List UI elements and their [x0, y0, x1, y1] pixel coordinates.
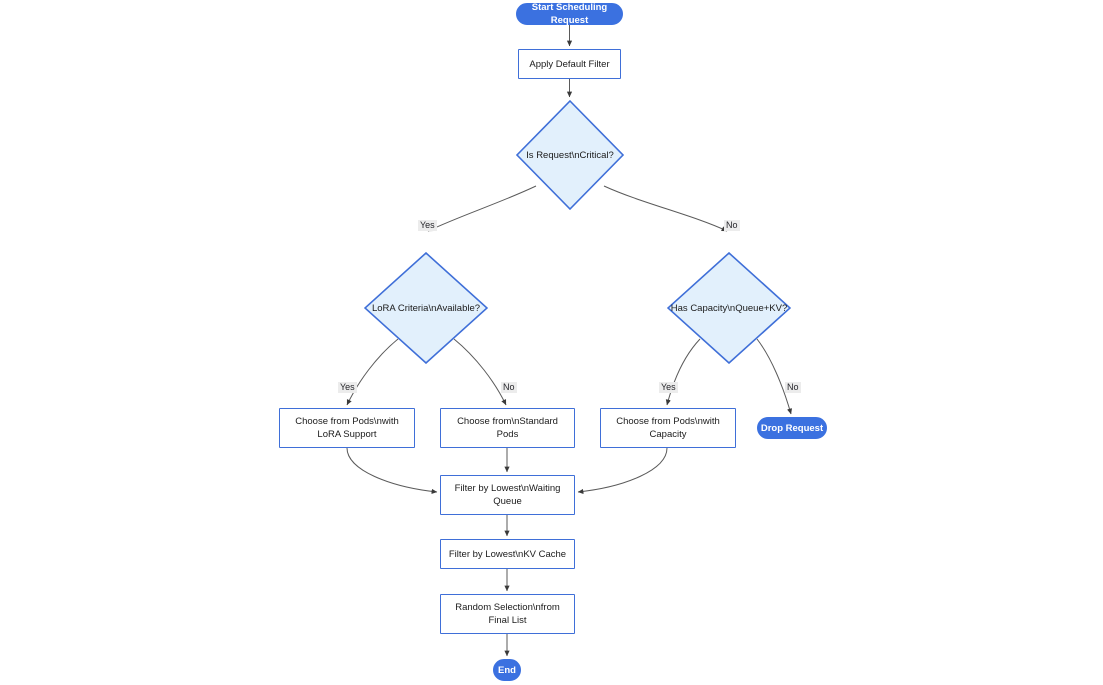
edge-podscap-filterqueue	[577, 447, 668, 495]
diamond-shape-icon	[516, 100, 624, 210]
node-drop-request-label: Drop Request	[760, 422, 824, 434]
node-end[interactable]: End	[493, 659, 521, 681]
node-lora-criteria-available[interactable]: LoRA Criteria\nAvailable?	[364, 252, 488, 364]
node-apply-default-filter-label: Apply Default Filter	[529, 58, 610, 70]
node-has-capacity-queue-kv-label: Has Capacity\nQueue+KV?	[670, 302, 788, 314]
node-filter-lowest-kv-cache[interactable]: Filter by Lowest\nKV Cache	[440, 539, 575, 569]
node-start[interactable]: Start Scheduling Request	[516, 2, 623, 26]
edge-label-critical-no: No	[724, 220, 740, 231]
node-choose-pods-capacity[interactable]: Choose from Pods\nwith Capacity	[600, 408, 736, 448]
node-end-label: End	[498, 664, 516, 676]
node-random-selection-final-list[interactable]: Random Selection\nfrom Final List	[440, 594, 575, 634]
node-filter-lowest-waiting-queue-label: Filter by Lowest\nWaiting Queue	[454, 483, 561, 507]
node-is-request-critical[interactable]: Is Request\nCritical?	[516, 100, 624, 210]
node-start-label: Start Scheduling Request	[531, 2, 608, 26]
node-drop-request[interactable]: Drop Request	[757, 417, 827, 439]
node-choose-pods-capacity-label: Choose from Pods\nwith Capacity	[616, 416, 720, 440]
edge-label-critical-yes: Yes	[418, 220, 437, 231]
node-lora-criteria-available-label: LoRA Criteria\nAvailable?	[371, 302, 481, 314]
node-apply-default-filter[interactable]: Apply Default Filter	[518, 49, 621, 79]
edge-label-capacity-no: No	[785, 382, 801, 393]
diamond-shape-icon	[364, 252, 488, 364]
node-choose-standard-pods[interactable]: Choose from\nStandard Pods	[440, 408, 575, 448]
diamond-shape-icon	[667, 252, 791, 364]
node-filter-lowest-kv-cache-label: Filter by Lowest\nKV Cache	[448, 548, 567, 560]
node-has-capacity-queue-kv[interactable]: Has Capacity\nQueue+KV?	[667, 252, 791, 364]
node-choose-pods-lora-support[interactable]: Choose from Pods\nwith LoRA Support	[279, 408, 415, 448]
node-random-selection-final-list-label: Random Selection\nfrom Final List	[455, 602, 560, 626]
node-choose-standard-pods-label: Choose from\nStandard Pods	[457, 416, 558, 440]
edge-label-capacity-yes: Yes	[659, 382, 678, 393]
edge-label-lora-yes: Yes	[338, 382, 357, 393]
edge-label-lora-no: No	[501, 382, 517, 393]
node-choose-pods-lora-support-label: Choose from Pods\nwith LoRA Support	[295, 416, 399, 440]
node-filter-lowest-waiting-queue[interactable]: Filter by Lowest\nWaiting Queue	[440, 475, 575, 515]
node-is-request-critical-label: Is Request\nCritical?	[526, 149, 614, 161]
edge-podslora-filterqueue	[346, 447, 438, 495]
